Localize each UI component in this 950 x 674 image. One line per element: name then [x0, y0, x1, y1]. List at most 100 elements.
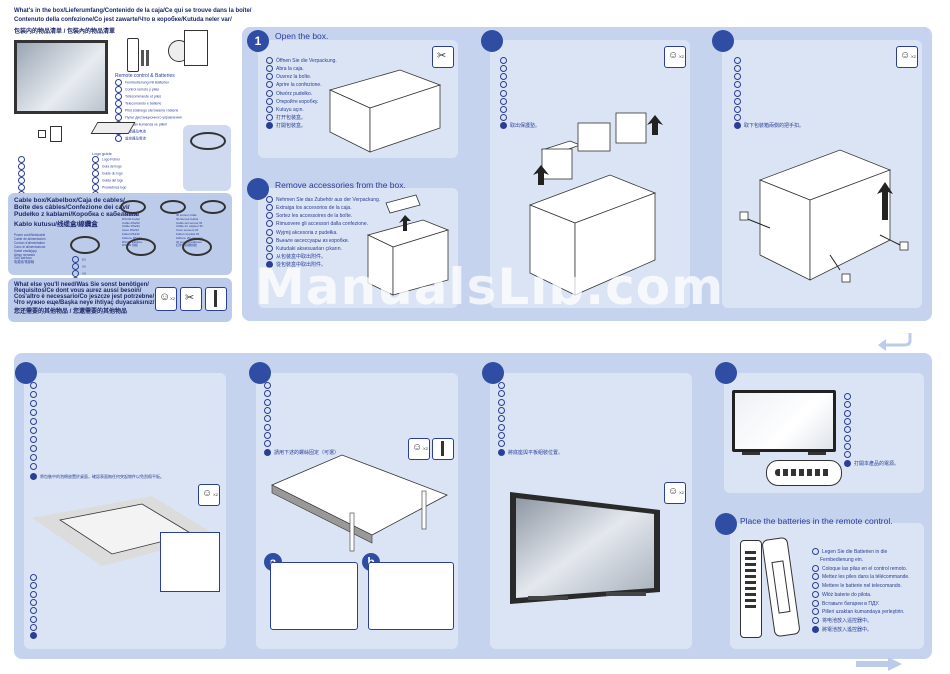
step5-detail-a — [270, 562, 358, 630]
what-else-title: What else you'll need/Was Sie sonst benö… — [14, 282, 154, 315]
remote-line: Пульт дистанционного управления — [125, 115, 182, 120]
step4-number — [15, 362, 37, 384]
step1-line: 打开包装盒。 — [276, 114, 307, 121]
logo-line: Guía del logo — [102, 164, 122, 169]
scissors-icon: ✂ — [185, 292, 195, 304]
power-cord-heading: Cordon d'alimentation — [14, 240, 45, 245]
rs232-label: Cable RS232 — [122, 220, 140, 225]
step1-box-drawing — [328, 69, 442, 153]
step5-persons-box: ☺ X2 — [408, 438, 430, 460]
remote-line: Uzaktan kumanda ve pilleri — [125, 122, 168, 127]
step3-drawing — [739, 149, 909, 283]
what-else-title-4: Что нужно еще/Başka neye ihtiyaç duyacak… — [14, 300, 155, 306]
what-else-title-1: What else you'll need/Was Sie sonst benö… — [14, 282, 149, 288]
step4-drawing — [32, 496, 217, 566]
region-label: UK — [82, 264, 87, 269]
step4-persons-box: ☺ X2 — [198, 484, 220, 506]
step7-stand — [742, 452, 760, 455]
power-cord-headings: Power cord/Netzkabel Cable de alimentaci… — [14, 233, 46, 265]
step5-screwdriver-box — [432, 438, 454, 460]
monitor-image — [14, 40, 108, 114]
step1-scissors-box: ✂ — [432, 46, 454, 68]
remove-line: Kutudaki aksesuarları çıkarın. — [276, 245, 342, 252]
cable-box-title: Cable box/Kabelbox/Caja de cables/ Boîte… — [14, 197, 139, 228]
step1-line: 打開包裝盒。 — [276, 122, 307, 129]
step1-line: Kutuyu açın. — [276, 106, 304, 113]
power-cord-heading: Cavo di alimentazione — [14, 244, 46, 249]
remote-line: 遙控器及電池 — [125, 136, 146, 141]
step6-number — [482, 362, 504, 384]
ir-label: Câble du capteur IR — [176, 224, 203, 229]
screwdriver-icon — [441, 441, 444, 456]
cable-box-title-1: Cable box/Kabelbox/Caja de cables/ — [14, 197, 125, 204]
remove-accessories-title: Remove accessories from the box. — [275, 180, 406, 190]
screwdriver-box — [205, 287, 227, 311]
what-else-title-5: 您还需要的其他物品 / 您還需要的其他物品 — [14, 309, 128, 315]
person-icon: ☺ — [202, 488, 213, 499]
step3-number — [712, 30, 734, 52]
step1-title: Open the box. — [275, 31, 329, 41]
remote-label: Remote control & Batteries — [115, 73, 175, 79]
batteries-title: Place the batteries in the remote contro… — [740, 516, 893, 526]
remote-lines: Fernbedienung mit Batterien Control remo… — [115, 79, 181, 142]
cable-box-title-2: Boîte des câbles/Confezione dei cavi/ — [14, 204, 130, 211]
step1-line: Откройте коробку. — [276, 98, 319, 105]
power-cord-heading: 电源线/電源線 — [14, 260, 35, 265]
step6-badge: X2 — [679, 490, 684, 495]
whats-in-box-section: What's in the box/Lieferumfang/Contenido… — [14, 8, 251, 188]
step3-lines: 取下包裝箱兩側的把手扣。 — [734, 57, 804, 130]
power-cord-image — [190, 132, 226, 150]
step1-line: Öffnen Sie die Verpackung. — [276, 57, 337, 64]
rs232-label: RS232 cable — [122, 213, 140, 217]
logo-guide-label: Logo guide — [92, 151, 112, 156]
ir-label: Кабель ИК-датчика — [176, 235, 203, 240]
remove-accessories-number — [247, 178, 269, 200]
scissors-icon: ✂ — [437, 50, 447, 62]
what-else-title-2: Requisitos/Ce dont vous aurez aussi beso… — [14, 288, 142, 294]
ir-label: IR sensor cable — [176, 213, 197, 217]
step2-badge: X2 — [679, 54, 684, 59]
batteries-line: Fernbedienung ein. — [820, 556, 864, 563]
power-cord-heading: Cable de alimentación — [14, 236, 46, 241]
ir-label: IR-Sensor-Kabel — [176, 216, 199, 221]
power-cord-heading: Power cord/Netzkabel — [14, 233, 46, 237]
step1-lines: Öffnen Sie die Verpackung. Abra la caja.… — [266, 57, 337, 130]
rs232-label: Kabel RS232 — [122, 231, 140, 236]
step7-control-panel — [766, 460, 842, 486]
step7-stand-2 — [808, 452, 826, 455]
step5-badge: X2 — [423, 446, 428, 451]
two-persons-box: ☺ X2 — [155, 287, 177, 311]
step5-line: 請用下述的螺絲固定（可選） — [274, 449, 340, 456]
step6-line: 將底座與平板組裝位置。 — [508, 449, 564, 456]
power-cord-heading: Kabel zasilający — [14, 248, 37, 253]
person-icon: ☺ — [668, 486, 679, 497]
person-icon: ☺ — [159, 291, 171, 303]
step2-line: 取出保護墊。 — [510, 122, 541, 129]
remove-accessories-lines: Nehmen Sie das Zubehör aus der Verpackun… — [266, 196, 380, 269]
remove-accessories-drawing — [366, 194, 450, 296]
rs232-label: Cavo RS232 — [122, 228, 140, 233]
logo-line: Guide du logo — [102, 171, 123, 176]
step2-drawing — [528, 112, 663, 296]
remote-line: 遥控器及电池 — [125, 129, 146, 134]
cable-image-2 — [160, 200, 186, 214]
region-label: US — [82, 271, 87, 276]
batteries-line: Mettere le batterie nel telecomando. — [822, 582, 902, 589]
step4-badge: X2 — [213, 492, 218, 497]
step5-detail-b — [368, 562, 454, 630]
cable-box-title-4: Kablo kutusu/线缆盒/線纜盒 — [14, 221, 98, 228]
step1-line: Abra la caja. — [276, 65, 304, 72]
step4-lines: 將包裝中的泡棉放置於桌面，確認表面無任何突起物件以免刮傷平板。 — [30, 382, 164, 482]
step2-number — [481, 30, 503, 52]
arrow-back-icon — [878, 333, 912, 351]
remove-line: Wyjmij akcesoria z pudełka. — [276, 229, 338, 236]
what-else-title-3: Cos'altro è necessario/Co jeszcze jest p… — [14, 294, 155, 300]
batteries-line: 将电池放入遥控器中。 — [822, 617, 873, 624]
batteries-line: Włóż baterie do pilota. — [822, 591, 872, 598]
ir-label: Cable del sensor IR — [176, 220, 203, 225]
remove-line: Sortez les accessoires de la boîte. — [276, 213, 353, 220]
step3-badge: X2 — [911, 54, 916, 59]
step5-number — [249, 362, 271, 384]
ir-label: Kabel czujnika IR — [176, 231, 200, 236]
region-label: EU — [82, 257, 87, 262]
